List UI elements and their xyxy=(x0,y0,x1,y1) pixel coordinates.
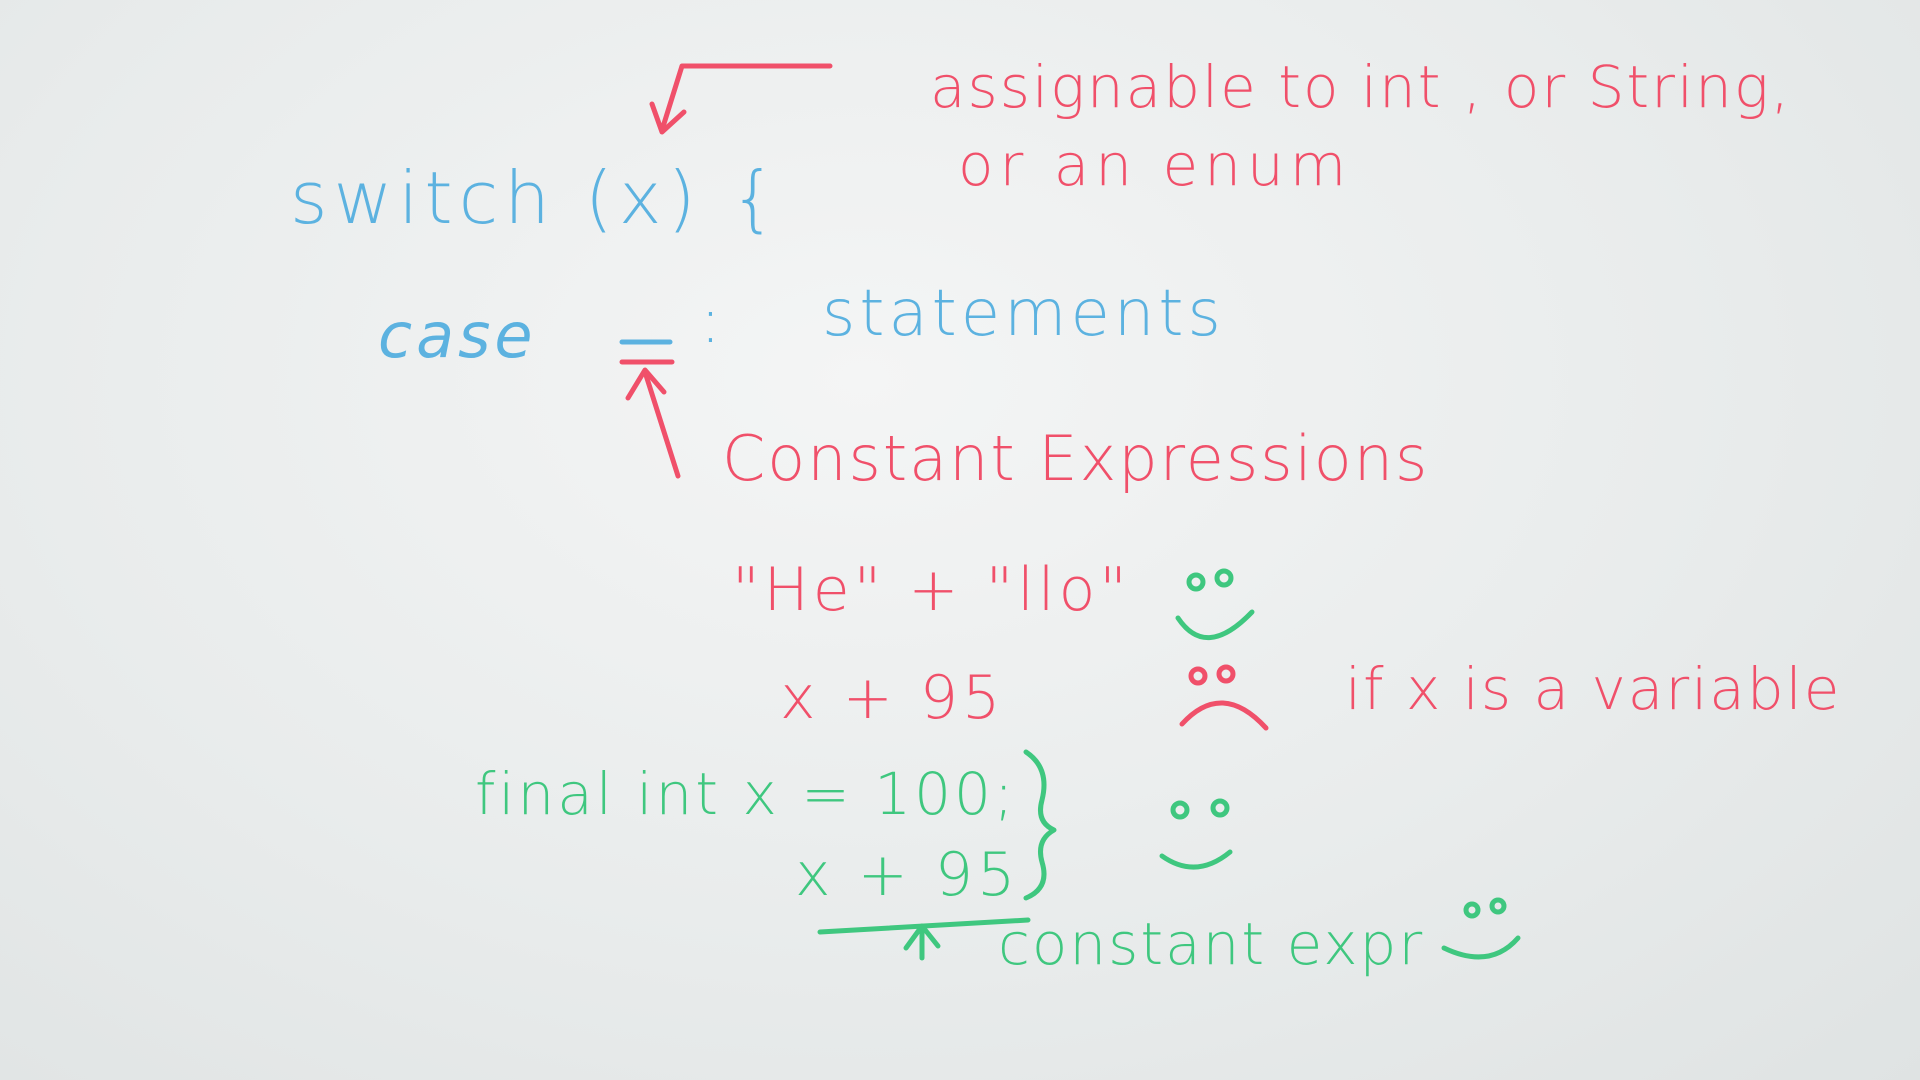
switch-arg-note-line2: or an enum xyxy=(958,131,1353,199)
final-declaration: final int x = 100; xyxy=(475,760,1017,828)
case-colon: : xyxy=(700,284,721,357)
arrow-to-case-blank xyxy=(619,359,681,479)
constant-expressions-label: Constant Expressions xyxy=(722,422,1430,495)
happy-face-icon xyxy=(1175,568,1255,641)
example-x-plus-95: x + 95 xyxy=(780,663,1005,733)
switch-arg-note-line1: assignable to int , or String, xyxy=(930,53,1792,121)
final-expression: x + 95 xyxy=(795,840,1020,910)
statements-label: statements xyxy=(822,277,1225,351)
variable-note: if x is a variable xyxy=(1345,655,1842,723)
arrow-to-switch-arg xyxy=(649,63,833,135)
case-keyword: case xyxy=(378,299,537,372)
switch-line: switch (x) { xyxy=(290,156,783,240)
constant-expr-label: constant expr xyxy=(998,910,1425,978)
sad-face-icon xyxy=(1179,664,1269,731)
happy-face-icon xyxy=(1159,798,1233,870)
happy-face-icon xyxy=(1441,897,1521,960)
example-string-concat: "He" + "llo" xyxy=(732,555,1131,625)
arrow-to-final-expression xyxy=(817,917,1031,961)
grouping-brace xyxy=(1023,749,1057,901)
